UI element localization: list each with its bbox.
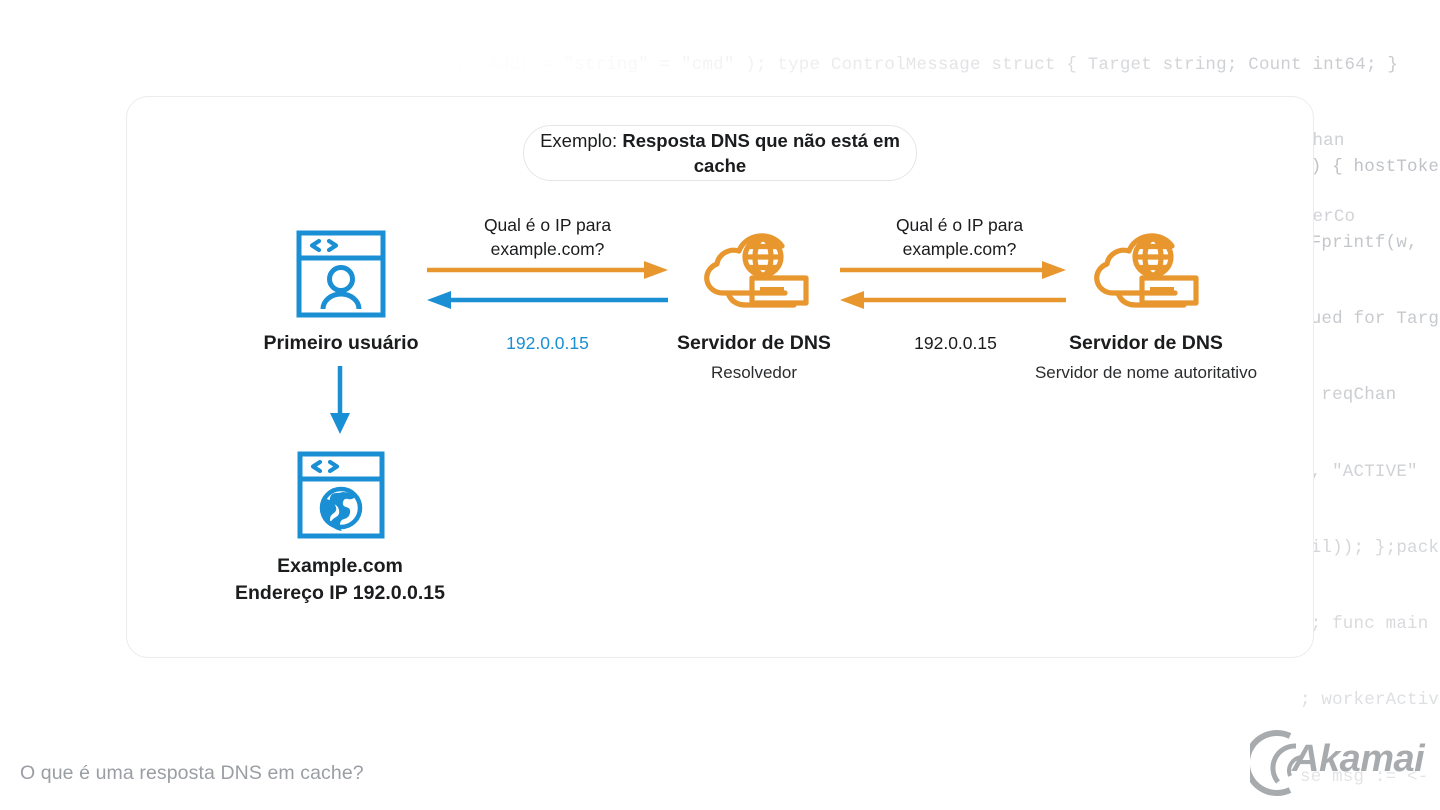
node-sublabel-authoritative: Servidor de nome autoritativo (1034, 363, 1258, 382)
code-line: ); func main (1300, 614, 1429, 635)
edge-label-resolver-auth-query: Qual é o IP para example.com? (895, 215, 1024, 259)
example-title-strong: Resposta DNS que não está em cache (622, 130, 900, 176)
arrow-user-to-website (330, 366, 350, 434)
code-line: .Fprintf(w, (1300, 233, 1418, 254)
code-line: ; workerActive (1300, 690, 1440, 711)
code-fade-mask (1300, 104, 1440, 810)
arrow-resolver-to-authoritative (840, 261, 1066, 279)
node-label-resolver: Servidor de DNS (677, 332, 831, 354)
example-title-pill: Exemplo: Resposta DNS que não está em ca… (523, 125, 917, 181)
cloud-server-icon-authoritative (1094, 233, 1199, 308)
arrow-user-to-resolver (427, 261, 668, 279)
code-line: { reqChan (1300, 385, 1397, 406)
code-line: rn srv.Addr = "string" = "cmd" ); type C… (360, 54, 1399, 75)
example-title-text: Exemplo: Resposta DNS que não está em ca… (524, 128, 916, 178)
arrow-authoritative-to-resolver (840, 291, 1066, 309)
arrow-resolver-to-user (427, 291, 668, 309)
browser-user-icon (296, 230, 386, 318)
example-title-prefix: Exemplo: (540, 130, 623, 151)
edge-label-user-resolver-query: Qual é o IP para example.com? (483, 215, 612, 259)
node-label-authoritative: Servidor de DNS (1069, 332, 1223, 354)
node-sublabel-resolver: Resolvedor (711, 363, 797, 382)
node-label-user: Primeiro usuário (263, 332, 419, 354)
akamai-logo: Akamai (1250, 730, 1426, 796)
code-line: t) { hostTokens (1300, 156, 1440, 177)
akamai-wordmark: Akamai (1292, 738, 1425, 780)
cloud-server-icon-resolver (704, 233, 809, 308)
browser-globe-icon (297, 451, 385, 539)
background-code-right: t) { hostTokens .Fprintf(w, sued for Tar… (1300, 104, 1440, 810)
code-line: nil)); };package (1300, 537, 1440, 558)
page-caption: O que é uma resposta DNS em cache? (20, 762, 364, 784)
code-line: sued for Target (1300, 309, 1440, 330)
node-sublabel-website: Endereço IP 192.0.0.15 (235, 582, 445, 604)
code-line: w, "ACTIVE" (1300, 461, 1418, 482)
node-label-website: Example.com (277, 555, 403, 577)
akamai-swoosh-icon (1250, 730, 1303, 796)
